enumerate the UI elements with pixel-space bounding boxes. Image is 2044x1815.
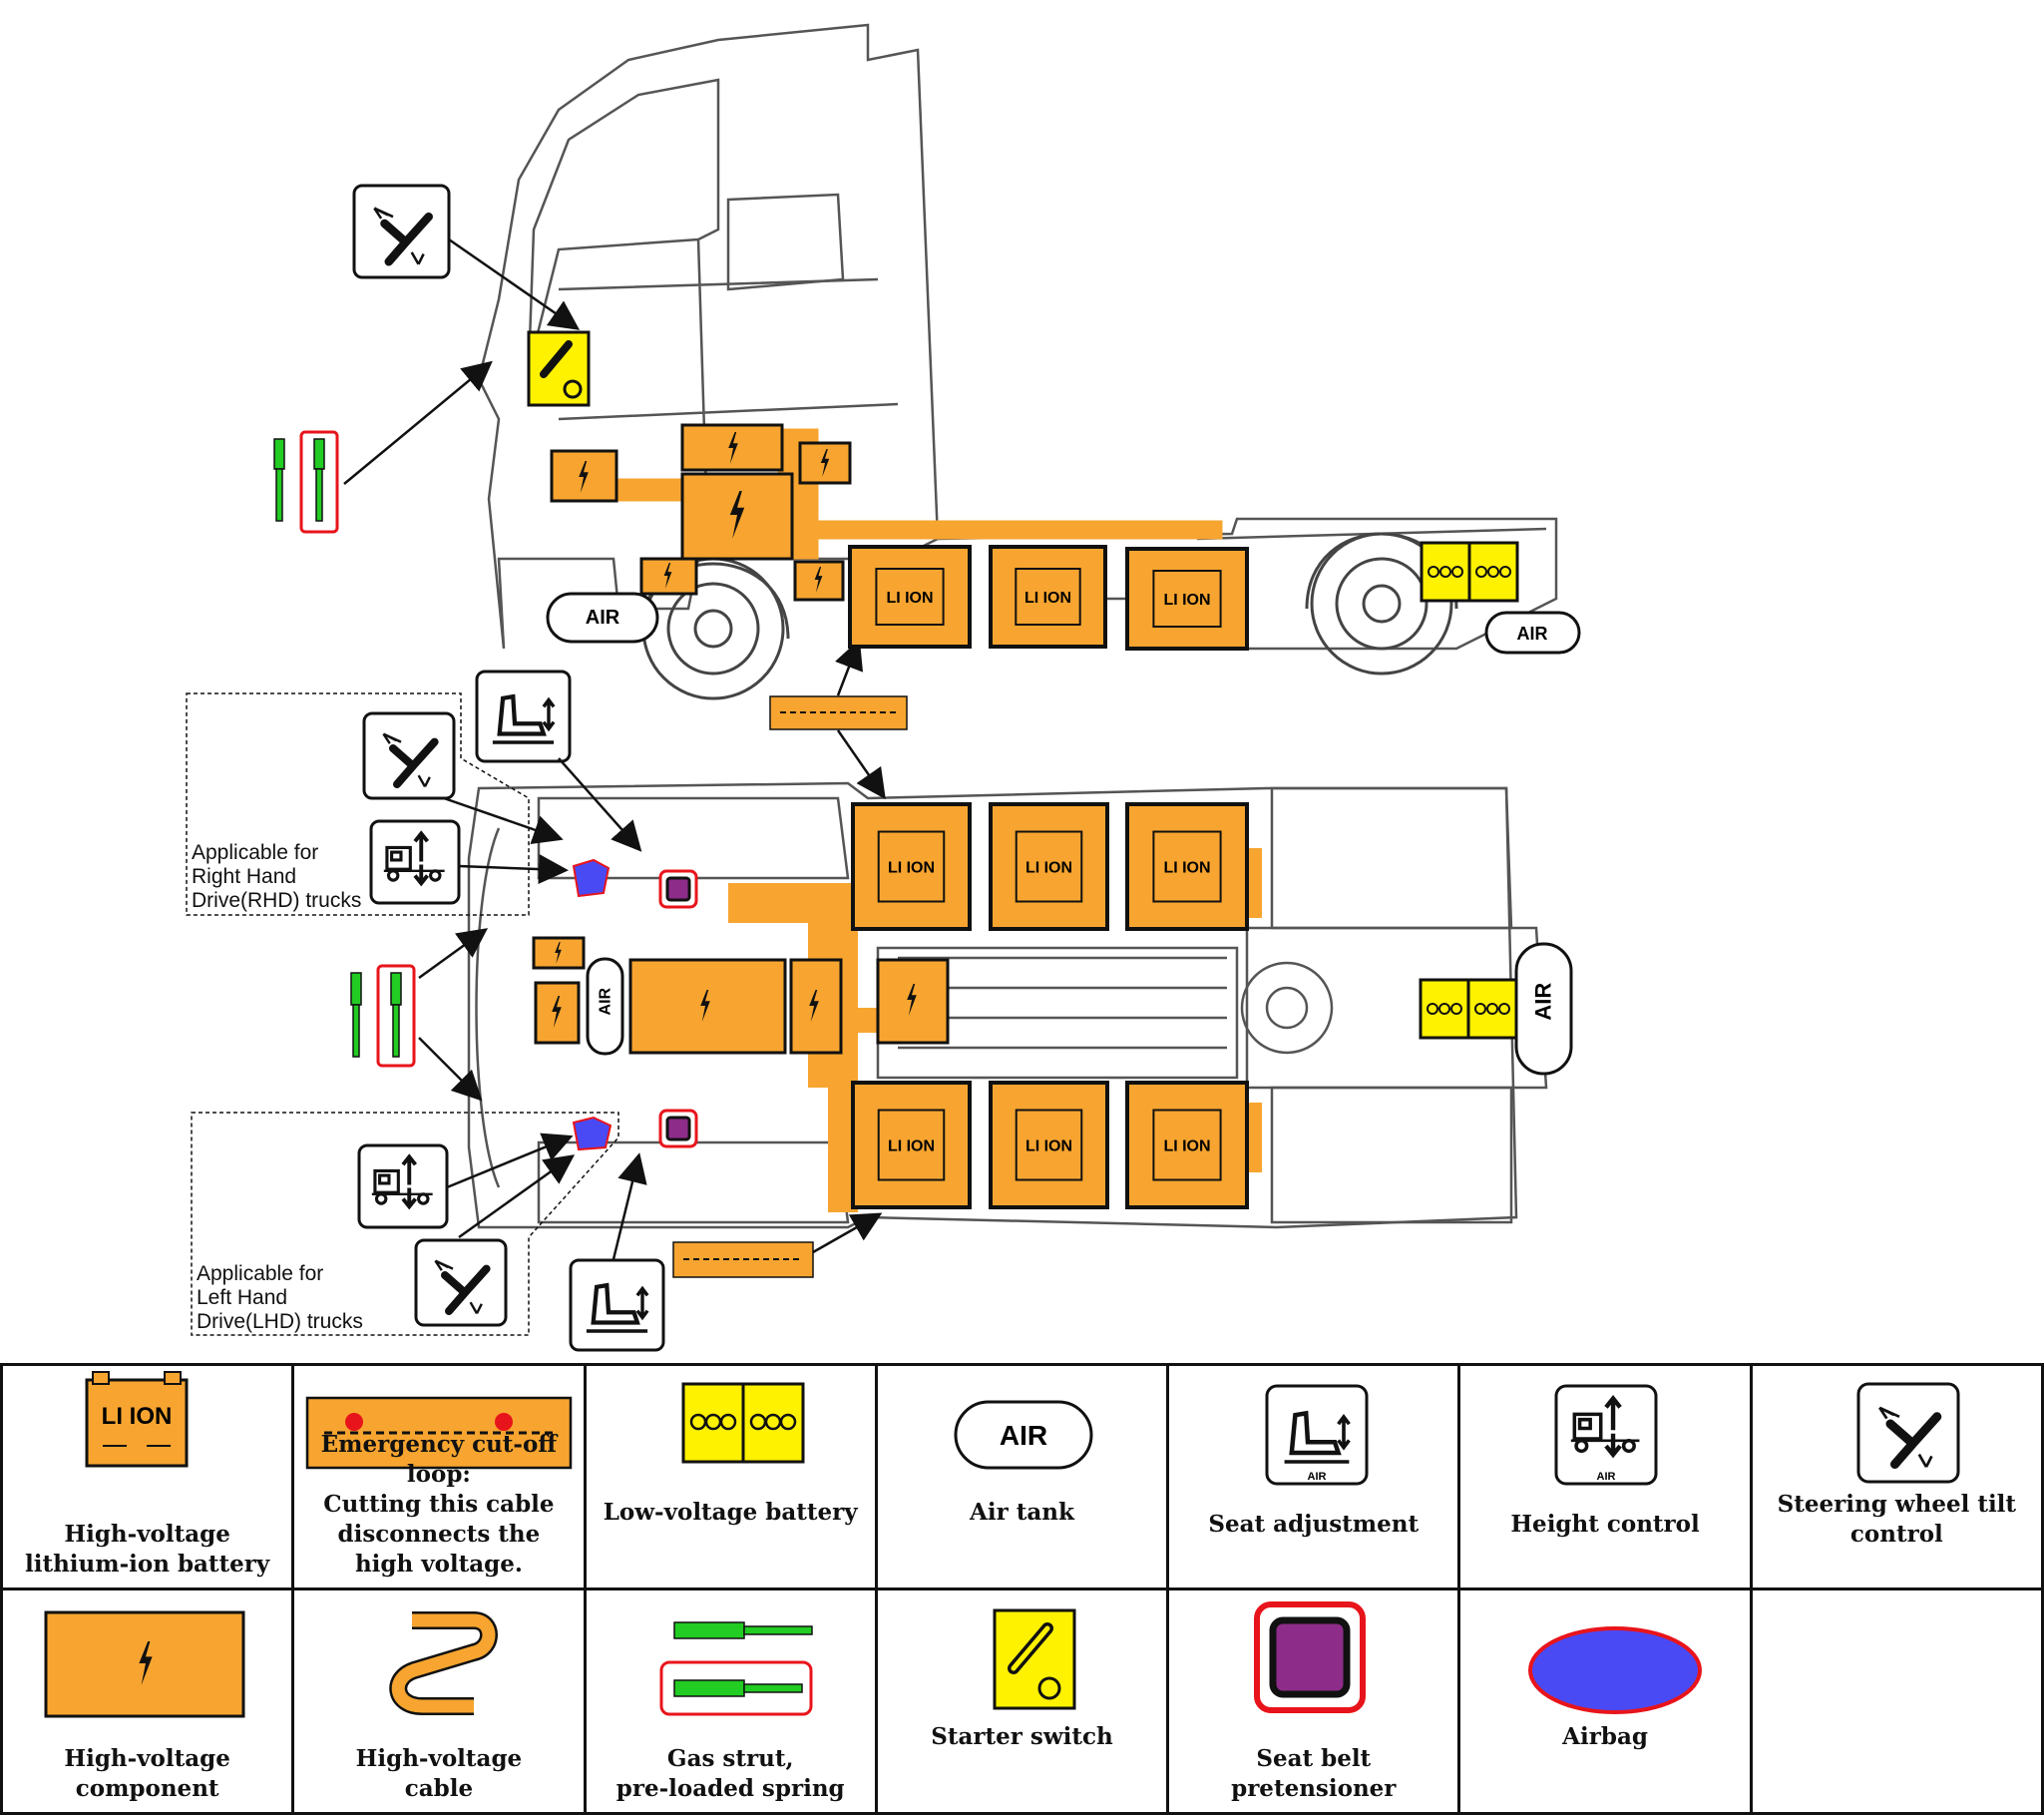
li-ion-batteries: LI ION LI ION LI ION LI ION LI ION LI ION LI I… [848,545,1249,1209]
air-tank-label: AIR [1530,983,1555,1021]
starter-switch-marker [527,330,591,407]
hv-cable-icon [389,1611,499,1715]
li-ion-pack-label: LI ION [1163,1138,1210,1155]
legend-cell-gas-strut: Gas strut, pre-loaded spring [583,1588,878,1815]
li-ion-pack-label: LI ION [888,1138,935,1155]
legend-cell-airbag: Airbag [1457,1588,1753,1815]
li-ion-pack-label: LI ION [1025,1138,1072,1155]
legend-cell-steering-tilt: Steering wheel tilt control [1749,1363,2044,1590]
legend-table: LI ION High-voltage lithium-ion battery … [0,1363,2044,1815]
starter-switch-icon [993,1608,1076,1710]
cut-off-loop-top [672,1212,883,1278]
legend-label-steering-tilt: Steering wheel tilt control [1777,1491,2017,1548]
li-ion-pack-label: LI ION [1025,860,1072,877]
air-tank-side-front [546,592,659,644]
li-ion-battery-pack: LI ION [989,1081,1109,1209]
legend-label-li-ion: High-voltage lithium-ion battery [24,1521,270,1578]
seat-adjustment-icon: AIR [1265,1384,1369,1486]
li-ion-pack-label: LI ION [1163,860,1210,877]
hv-components-top [532,936,950,1055]
li-ion-battery-icon: LI ION [85,1371,189,1468]
airbag-icon [1528,1626,1703,1714]
li-ion-pack-label: LI ION [888,860,935,877]
rhd-note: Applicable for Right Hand Drive(RHD) tru… [192,841,362,912]
legend-label-airbag: Airbag [1562,1723,1648,1750]
li-ion-pack-label: LI ION [1163,592,1210,609]
legend-cell-height-control: AIR Height control [1457,1363,1753,1590]
legend-cell-starter-switch: Starter switch [874,1588,1170,1815]
air-tank-label: AIR [597,987,613,1015]
legend-label-height-control: Height control [1510,1511,1700,1538]
legend-label-cut-off-loop: Emergency cut-off loop: Cutting this cab… [320,1431,558,1578]
rhd-group [186,670,698,916]
legend-label-seat-adjustment: Seat adjustment [1208,1511,1420,1538]
truck-diagram: LI ION LI ION LI ION LI ION LI ION LI ION LI I… [186,23,1581,1352]
li-ion-battery-pack: LI ION [1125,547,1249,651]
gas-strut-icon [659,1621,813,1716]
legend-cell-seat-adjustment: AIR Seat adjustment [1166,1363,1461,1590]
air-tank-label: AIR [1517,624,1548,644]
air-tank-icon: AIR [954,1400,1093,1470]
cut-off-loop-icon [306,1396,573,1470]
li-ion-battery-pack: LI ION [848,545,972,649]
seat-belt-pretensioner-icon [1254,1601,1367,1713]
air-tank-text: AIR [1000,1420,1047,1451]
truck-diagram-drawing: LI ION LI ION LI ION LI ION LI ION LI ION LI I… [186,23,1581,1352]
low-voltage-battery-side [1420,541,1519,603]
hv-components-side [550,423,852,602]
li-ion-battery-pack: LI ION [989,545,1107,649]
li-ion-pack-label: LI ION [886,590,933,607]
hv-component-icon [44,1610,245,1718]
legend-label-air-tank: Air tank [970,1499,1074,1526]
legend-cell-low-voltage-battery: Low-voltage battery [583,1363,878,1590]
legend-label-gas-strut: Gas strut, pre-loaded spring [615,1745,845,1802]
li-ion-battery-pack: LI ION [851,1081,972,1209]
legend-cell-hv-component: High-voltage component [0,1588,295,1815]
legend-cell-hv-cable: High-voltage cable [291,1588,587,1815]
legend-label-hv-cable: High-voltage cable [355,1745,523,1802]
legend-cell-cut-off-loop: Emergency cut-off loop: Cutting this cab… [291,1363,587,1590]
height-air-text: AIR [1597,1471,1616,1483]
legend-row-2: High-voltage component High-voltage cabl… [0,1588,2044,1815]
legend-label-low-voltage-battery: Low-voltage battery [603,1499,858,1526]
legend-cell-li-ion: LI ION High-voltage lithium-ion battery [0,1363,295,1590]
height-control-icon: AIR [1554,1384,1658,1486]
li-ion-pack-label: LI ION [1024,590,1071,607]
gas-strut-side [273,360,493,534]
low-voltage-battery-icon [681,1382,805,1464]
legend-cell-air-tank: AIR Air tank [874,1363,1170,1590]
li-ion-battery-pack: LI ION [989,802,1109,931]
air-tank-side-rear [1484,611,1581,655]
air-tank-label: AIR [586,607,620,629]
li-ion-battery-pack: LI ION [851,802,972,931]
li-ion-battery-pack: LI ION [1125,1081,1249,1209]
legend-cell-seat-belt-pretensioner: Seat belt pretensioner [1166,1588,1461,1815]
legend-cell-empty [1749,1588,2044,1815]
steering-tilt-icon [1856,1382,1960,1484]
steering-tilt-side [352,184,581,330]
legend-label-seat-belt-pretensioner: Seat belt pretensioner [1231,1745,1397,1802]
legend-label-starter-switch: Starter switch [931,1723,1113,1750]
legend-label-hv-component: High-voltage component [64,1745,230,1802]
legend-row-1: LI ION High-voltage lithium-ion battery … [0,1363,2044,1590]
gas-strut-top [350,928,489,1102]
cut-off-loop-side [769,639,908,800]
lhd-note: Applicable for Left Hand Drive(LHD) truc… [197,1262,363,1333]
air-tank-top-front [586,957,624,1056]
li-ion-battery-pack: LI ION [1125,802,1249,931]
lhd-group [191,1109,698,1352]
low-voltage-battery-top [1419,978,1518,1040]
seat-air-text: AIR [1308,1471,1327,1483]
li-ion-text: LI ION [102,1403,173,1430]
